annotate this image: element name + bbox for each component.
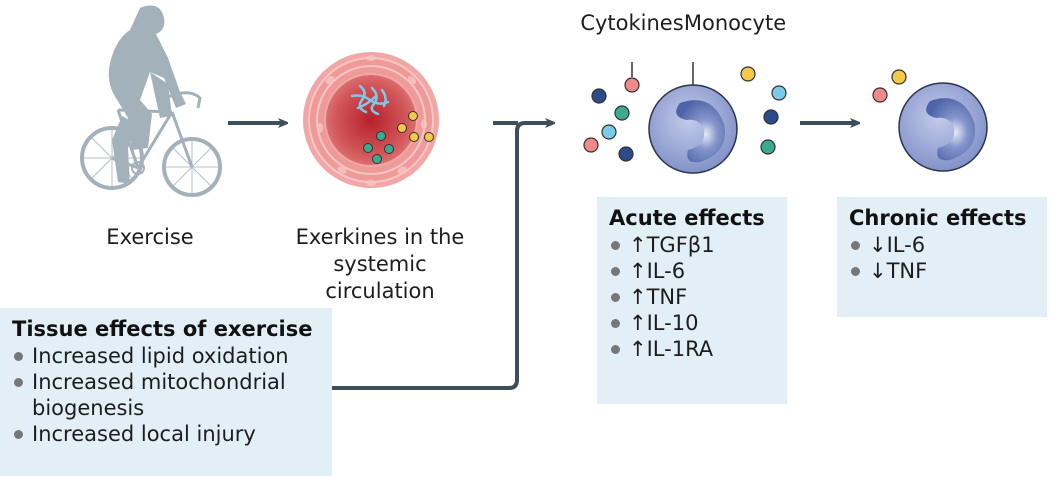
bullet-icon — [14, 430, 23, 439]
monocyte-chronic — [898, 82, 988, 172]
list-item: ↑TNF — [609, 284, 787, 310]
tissue-effects-title: Tissue effects of exercise — [12, 317, 313, 341]
bullet-icon — [611, 267, 620, 276]
yellow-exerkines — [397, 111, 434, 142]
list-item: ↓TNF — [849, 258, 1047, 284]
cytokines-label: Cytokines — [580, 11, 684, 35]
bullet-icon — [851, 241, 860, 250]
teal-exerkines — [363, 131, 394, 164]
up-arrow-icon: ↑ — [629, 233, 647, 257]
down-arrow-icon: ↓ — [869, 259, 887, 283]
list-item: Increased local injury — [12, 421, 332, 447]
exerkines-label-line1: Exerkines in the — [295, 225, 465, 249]
up-arrow-icon: ↑ — [629, 337, 647, 361]
monocyte-label: Monocyte — [683, 11, 787, 35]
monocyte-acute — [648, 62, 738, 174]
down-arrow-icon: ↓ — [869, 233, 887, 257]
bullet-icon — [611, 345, 620, 354]
tissue-effects-box: Tissue effects of exercise Increased lip… — [0, 308, 332, 476]
exerkines-label-line2: systemic circulation — [325, 252, 435, 303]
cyclist-illustration — [80, 5, 222, 197]
bullet-icon — [851, 267, 860, 276]
bullet-icon — [611, 241, 620, 250]
exerkines-label: Exerkines in the systemic circulation — [280, 224, 480, 305]
acute-effects-list: ↑TGFβ1 ↑IL-6 ↑TNF ↑IL-10 ↑IL-1RA — [609, 232, 787, 362]
list-item: Increased mitochondrial — [12, 369, 332, 395]
list-item: ↑IL-10 — [609, 310, 787, 336]
tissue-effects-list: Increased lipid oxidation Increased mito… — [12, 343, 332, 447]
list-item: ↑IL-1RA — [609, 336, 787, 362]
cytokine-particles — [583, 62, 787, 162]
exercise-label: Exercise — [106, 225, 194, 249]
acute-effects-box: Acute effects ↑TGFβ1 ↑IL-6 ↑TNF ↑IL-10 ↑… — [597, 197, 787, 404]
bullet-icon — [611, 293, 620, 302]
chronic-effects-title: Chronic effects — [849, 206, 1027, 230]
chronic-cytokine-particles — [872, 69, 907, 103]
list-item: Increased lipid oxidation — [12, 343, 332, 369]
bullet-icon — [14, 352, 23, 361]
arrow-tissue-to-cytokines — [332, 123, 551, 390]
up-arrow-icon: ↑ — [629, 285, 647, 309]
list-item: ↑IL-6 — [609, 258, 787, 284]
list-item: ↑TGFβ1 — [609, 232, 787, 258]
chronic-effects-box: Chronic effects ↓IL-6 ↓TNF — [837, 197, 1047, 317]
exerkine-fibers — [350, 84, 390, 116]
blood-vessel-illustration — [303, 52, 439, 188]
list-item-continuation: biogenesis — [32, 396, 145, 420]
list-item: ↓IL-6 — [849, 232, 1047, 258]
bullet-icon — [611, 319, 620, 328]
bullet-icon — [14, 378, 23, 387]
up-arrow-icon: ↑ — [629, 259, 647, 283]
acute-effects-title: Acute effects — [609, 206, 765, 230]
up-arrow-icon: ↑ — [629, 311, 647, 335]
chronic-effects-list: ↓IL-6 ↓TNF — [849, 232, 1047, 284]
